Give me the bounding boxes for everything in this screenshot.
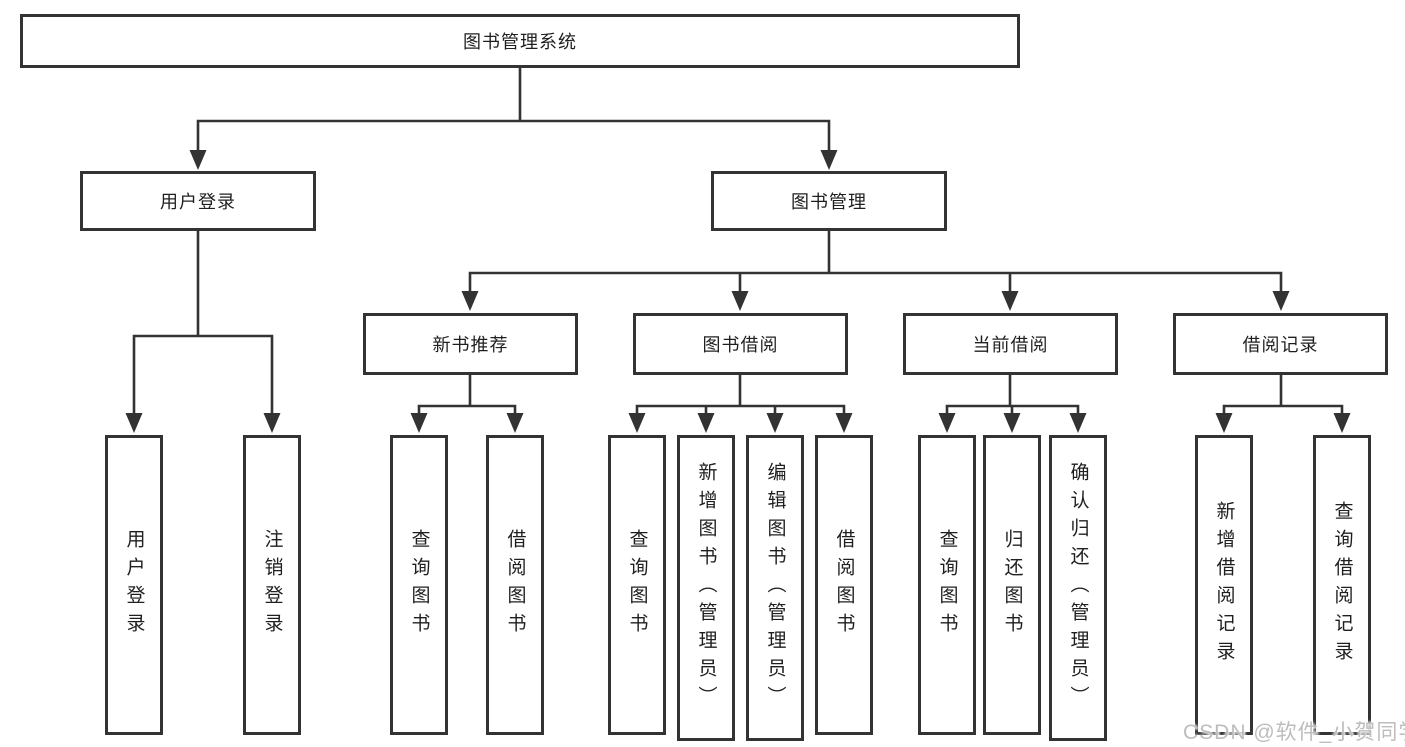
node-new-book-recommend: 新书推荐 [363,313,578,375]
node-current-borrowing: 当前借阅 [903,313,1118,375]
node-library-system: 图书管理系统 [20,14,1020,68]
leaf-borrowing-edit-books-admin: 编辑图书（管理员） [746,435,804,741]
arrowheads [125,150,1351,433]
node-borrowing-records: 借阅记录 [1173,313,1388,375]
node-book-management: 图书管理 [711,171,947,231]
leaf-borrowing-query-books: 查询图书 [608,435,666,735]
leaf-logout: 注销登录 [243,435,301,735]
node-book-borrowing: 图书借阅 [633,313,848,375]
leaf-recommend-borrow-books: 借阅图书 [486,435,544,735]
leaf-recommend-query-books: 查询图书 [390,435,448,735]
leaf-user-login: 用户登录 [105,435,163,735]
node-user-login: 用户登录 [80,171,316,231]
leaf-current-query-books: 查询图书 [918,435,976,735]
leaf-current-confirm-return-admin: 确认归还（管理员） [1049,435,1107,741]
leaf-current-return-books: 归还图书 [983,435,1041,735]
leaf-borrowing-borrow-books: 借阅图书 [815,435,873,735]
leaf-records-add-record: 新增借阅记录 [1195,435,1253,735]
csdn-watermark: CSDN @软件_小贺同学 [1183,721,1405,744]
leaf-borrowing-add-books-admin: 新增图书（管理员） [677,435,735,741]
leaf-records-query-record: 查询借阅记录 [1313,435,1371,735]
